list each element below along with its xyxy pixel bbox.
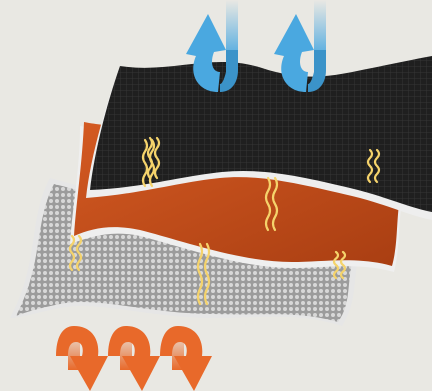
heat-arrow-down-icon [56, 326, 108, 391]
heat-arrow-down-icon [160, 326, 212, 391]
heat-arrow-down-icon [108, 326, 160, 391]
incoming-arrows [56, 326, 212, 391]
